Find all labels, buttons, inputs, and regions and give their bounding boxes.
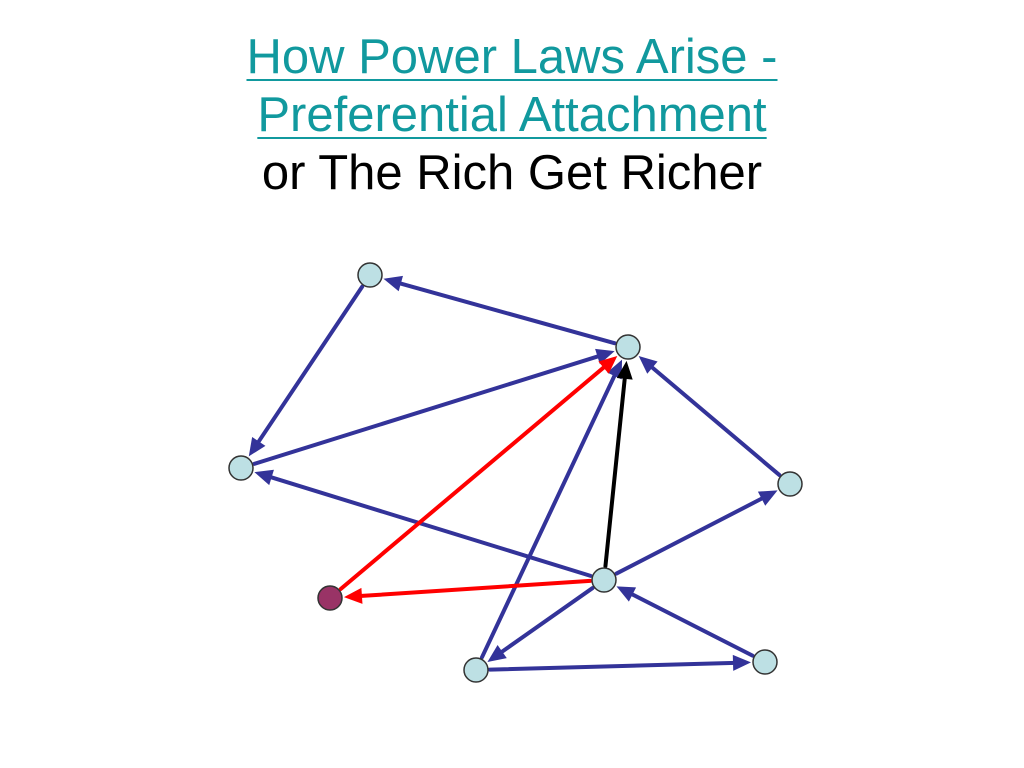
arrowhead bbox=[616, 586, 637, 602]
arrowhead bbox=[607, 359, 623, 380]
edge-n-bottom-left-to-n-bottom-right bbox=[487, 654, 752, 672]
arrowhead bbox=[343, 587, 363, 604]
edge-line bbox=[338, 364, 608, 591]
edge-line bbox=[603, 374, 627, 569]
arrowhead bbox=[598, 356, 618, 374]
node-n-new bbox=[317, 585, 343, 611]
edge-n-center-to-n-hub bbox=[603, 360, 633, 569]
edge-n-center-to-n-left bbox=[254, 469, 593, 578]
edges-layer bbox=[248, 275, 782, 672]
arrowhead bbox=[248, 436, 266, 457]
edge-n-new-to-n-hub bbox=[338, 356, 618, 591]
arrowhead bbox=[732, 654, 752, 671]
node-n-center bbox=[591, 567, 617, 593]
arrowhead bbox=[638, 356, 658, 374]
node-n-hub bbox=[615, 334, 641, 360]
arrowhead bbox=[254, 469, 274, 486]
edge-n-bottom-left-to-n-hub bbox=[479, 359, 623, 660]
edge-line bbox=[498, 586, 595, 655]
edge-line bbox=[357, 578, 593, 599]
node-n-top bbox=[357, 262, 383, 288]
arrowhead bbox=[487, 645, 507, 662]
slide-title: How Power Laws Arise - Preferential Atta… bbox=[0, 28, 1024, 202]
edge-n-top-to-n-left bbox=[248, 284, 365, 457]
arrowhead bbox=[757, 490, 778, 506]
edge-line bbox=[255, 284, 365, 446]
edge-line bbox=[648, 364, 782, 477]
edge-line bbox=[487, 660, 738, 672]
edge-n-center-to-n-new bbox=[343, 578, 593, 604]
node-n-bottom-left bbox=[463, 657, 489, 683]
arrowhead bbox=[595, 348, 615, 365]
title-subtitle: or The Rich Get Richer bbox=[261, 146, 763, 200]
edge-n-bottom-right-to-n-center bbox=[616, 586, 755, 658]
title-link-line1[interactable]: How Power Laws Arise - bbox=[246, 30, 778, 84]
title-link-line2[interactable]: Preferential Attachment bbox=[257, 88, 767, 142]
edge-line bbox=[396, 281, 617, 346]
edge-n-hub-to-n-top bbox=[383, 275, 617, 346]
node-n-left bbox=[228, 455, 254, 481]
edge-n-center-to-n-bottom-left bbox=[487, 586, 595, 662]
edge-n-left-to-n-hub bbox=[252, 348, 615, 466]
node-n-right bbox=[777, 471, 803, 497]
arrowhead bbox=[616, 360, 633, 380]
edge-n-right-to-n-hub bbox=[638, 356, 782, 477]
node-n-bottom-right bbox=[752, 649, 778, 675]
edge-line bbox=[614, 495, 766, 576]
nodes-layer bbox=[228, 262, 803, 683]
edge-line bbox=[252, 353, 602, 466]
edge-line bbox=[267, 474, 593, 578]
edge-n-center-to-n-right bbox=[614, 490, 778, 576]
edge-line bbox=[479, 372, 618, 660]
edge-line bbox=[628, 591, 755, 658]
arrowhead bbox=[383, 275, 403, 292]
